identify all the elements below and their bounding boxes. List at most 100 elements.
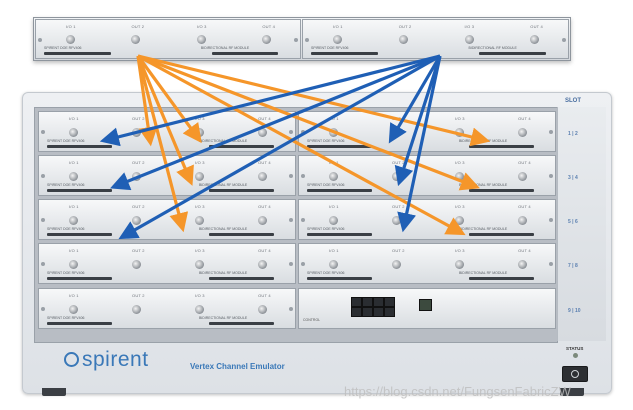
slot-label: 1 | 2 xyxy=(568,131,578,137)
rf-port-connector[interactable] xyxy=(392,215,402,225)
rf-port-connector[interactable] xyxy=(262,35,272,45)
rf-port-connector[interactable] xyxy=(132,215,142,225)
module-handle[interactable] xyxy=(469,233,534,236)
port-label: OUT 4 xyxy=(518,116,531,121)
eth-port[interactable] xyxy=(384,297,395,307)
module-handle[interactable] xyxy=(209,189,274,192)
rf-port-connector[interactable] xyxy=(329,171,338,181)
eth-port[interactable] xyxy=(351,307,362,317)
module-handle[interactable] xyxy=(469,145,534,148)
eth-port[interactable] xyxy=(384,307,395,317)
slot-label: 9 | 10 xyxy=(568,308,581,314)
eth-port[interactable] xyxy=(362,307,373,317)
rf-port-connector[interactable] xyxy=(530,35,540,45)
rf-port-connector[interactable] xyxy=(392,171,402,181)
module-handle[interactable] xyxy=(209,322,274,325)
module-handle[interactable] xyxy=(307,277,372,280)
rf-port-connector[interactable] xyxy=(196,35,206,45)
rf-port-connector[interactable] xyxy=(69,304,78,314)
rf-port-connector[interactable] xyxy=(132,304,142,314)
slot-label: 7 | 8 xyxy=(568,263,578,269)
rf-port-connector[interactable] xyxy=(258,215,268,225)
rf-port-connector[interactable] xyxy=(455,259,465,269)
rf-port-connector[interactable] xyxy=(69,171,78,181)
rf-port-connector[interactable] xyxy=(258,304,268,314)
module-handle[interactable] xyxy=(311,52,378,55)
module-handle[interactable] xyxy=(469,277,534,280)
rf-port-connector[interactable] xyxy=(329,127,338,137)
rf-port-connector[interactable] xyxy=(329,259,338,269)
rf-port-connector[interactable] xyxy=(69,215,78,225)
power-button[interactable] xyxy=(562,366,588,382)
rf-port-connector[interactable] xyxy=(518,127,528,137)
rf-port-connector[interactable] xyxy=(195,215,205,225)
eth-port[interactable] xyxy=(373,297,384,307)
eth-port[interactable] xyxy=(351,297,362,307)
power-icon xyxy=(571,370,579,378)
module-handle[interactable] xyxy=(469,189,534,192)
module-label-right: BIDIRECTIONAL RF MODULE xyxy=(198,183,248,187)
rf-port-connector[interactable] xyxy=(69,259,78,269)
port-label: I/O 1 xyxy=(329,116,339,121)
module-handle[interactable] xyxy=(307,189,372,192)
rf-port-connector[interactable] xyxy=(392,259,402,269)
port-label: I/O 1 xyxy=(69,248,79,253)
rf-port-connector[interactable] xyxy=(398,35,408,45)
module-handle[interactable] xyxy=(47,322,112,325)
rf-port-connector[interactable] xyxy=(195,259,205,269)
module-label-right: BIDIRECTIONAL RF MODULE xyxy=(198,316,248,320)
rf-port-connector[interactable] xyxy=(455,171,465,181)
rf-port-connector[interactable] xyxy=(195,304,205,314)
port-label: I/O 1 xyxy=(69,204,79,209)
rf-port-connector[interactable] xyxy=(333,35,342,45)
module-handle[interactable] xyxy=(307,233,372,236)
rf-port-connector[interactable] xyxy=(69,127,78,137)
module-handle[interactable] xyxy=(209,145,274,148)
rf-port-connector[interactable] xyxy=(195,127,205,137)
rf-port-connector[interactable] xyxy=(132,127,142,137)
rf-port-connector[interactable] xyxy=(258,127,268,137)
module-label-left: SPIRENT DOE RFV406 xyxy=(47,139,85,143)
module-handle[interactable] xyxy=(211,52,279,55)
rf-port-connector[interactable] xyxy=(195,171,205,181)
rf-port-connector[interactable] xyxy=(258,171,268,181)
module-handle[interactable] xyxy=(47,189,112,192)
module-handle[interactable] xyxy=(47,233,112,236)
port-label: I/O 3 xyxy=(195,204,205,209)
module-handle[interactable] xyxy=(209,277,274,280)
eth-port[interactable] xyxy=(373,307,384,317)
module-handle[interactable] xyxy=(209,233,274,236)
rf-port-connector[interactable] xyxy=(518,215,528,225)
port-label: I/O 1 xyxy=(329,248,339,253)
port-label: I/O 3 xyxy=(195,248,205,253)
rf-port-connector[interactable] xyxy=(518,259,528,269)
module-handle[interactable] xyxy=(47,277,112,280)
module-handle[interactable] xyxy=(44,52,111,55)
screw xyxy=(289,130,293,134)
port-label: I/O 1 xyxy=(333,24,343,29)
rf-port-connector[interactable] xyxy=(131,35,141,45)
rf-port-connector[interactable] xyxy=(518,171,528,181)
rf-port-connector[interactable] xyxy=(66,35,75,45)
eth-port[interactable] xyxy=(362,297,373,307)
port-label: OUT 4 xyxy=(518,160,531,165)
module-label-right: BIDIRECTIONAL RF MODULE xyxy=(468,46,517,50)
rf-port-connector[interactable] xyxy=(132,259,142,269)
rf-port-connector[interactable] xyxy=(392,127,402,137)
rf-port-connector[interactable] xyxy=(132,171,142,181)
port-label: I/O 3 xyxy=(455,160,465,165)
rf-port-connector[interactable] xyxy=(258,259,268,269)
module-handle[interactable] xyxy=(47,145,112,148)
rf-port-connector[interactable] xyxy=(464,35,474,45)
rf-port-connector[interactable] xyxy=(455,215,465,225)
module-label-right: BIDIRECTIONAL RF MODULE xyxy=(198,227,248,231)
module-handle[interactable] xyxy=(479,52,546,55)
rf-port-connector[interactable] xyxy=(329,215,338,225)
module-handle[interactable] xyxy=(307,145,372,148)
rj45-port[interactable] xyxy=(419,299,432,311)
port-label: OUT 4 xyxy=(258,248,271,253)
rf-port-connector[interactable] xyxy=(455,127,465,137)
